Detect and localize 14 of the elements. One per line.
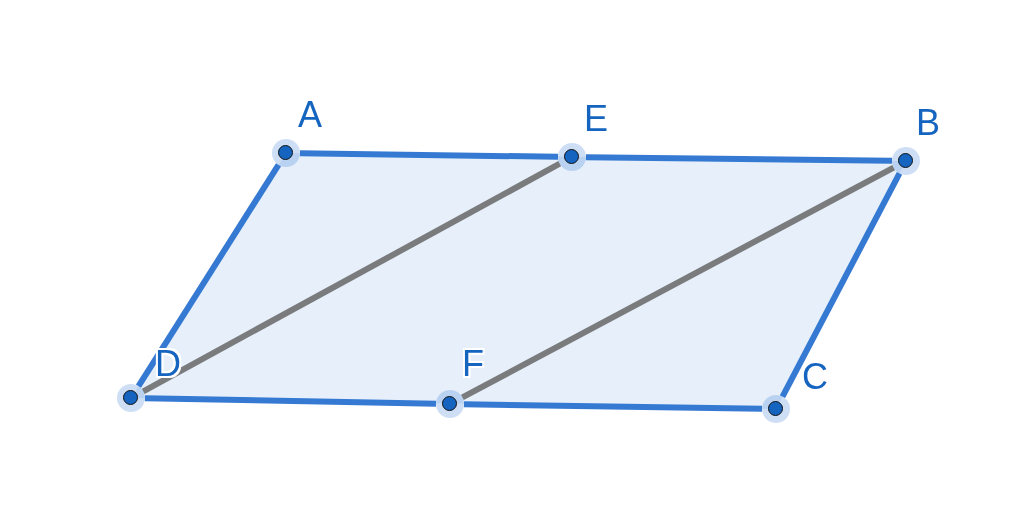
line-segment [585,154,893,164]
line-segment [299,150,559,160]
line-segment [779,172,903,398]
point-label: B [916,105,940,141]
point-label: C [802,359,828,395]
point-label: E [584,101,608,137]
line-segment [461,164,895,401]
line-segment [141,161,562,394]
point-label: A [298,97,322,133]
point-label: F [462,346,484,382]
line-segment [463,401,763,412]
point-label: D [155,346,181,382]
line-segment [135,163,282,388]
line-segment [144,395,437,407]
